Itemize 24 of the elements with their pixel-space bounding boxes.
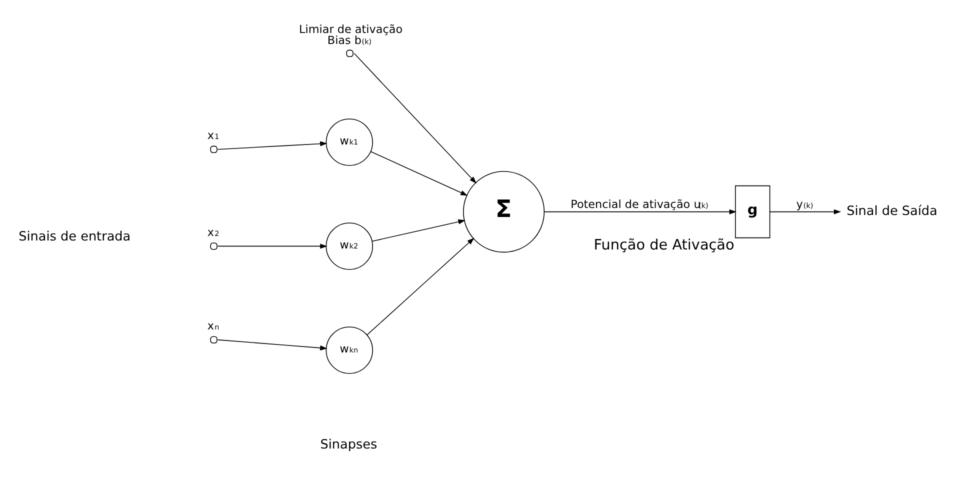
arrow [372,219,466,242]
arrow [544,209,737,214]
node-label: Bias b(k) [327,34,372,47]
node-text: Sinal de Saída [846,204,938,219]
arrow [370,151,468,196]
node-label: Limiar de ativação [299,22,403,36]
node-label: x1 [207,129,220,142]
arrow [217,141,328,150]
node-label: xn [207,320,220,333]
label: Sinais de entrada [18,229,131,244]
node-circle: wk1 [326,118,373,166]
node-circle: wkn [326,326,373,374]
label: Sinapses [320,437,378,452]
node-label: Função de Ativação [594,237,734,254]
arrow [217,244,328,249]
node-circle: Σ [463,171,545,253]
arrow [366,238,474,336]
arrow [354,53,477,184]
node-label: x2 [207,226,220,239]
node-circle: wk2 [326,222,373,270]
edge-label: y(k) [796,198,814,211]
arrow [217,339,328,350]
node-box: g [735,185,770,238]
arrow [769,209,842,214]
